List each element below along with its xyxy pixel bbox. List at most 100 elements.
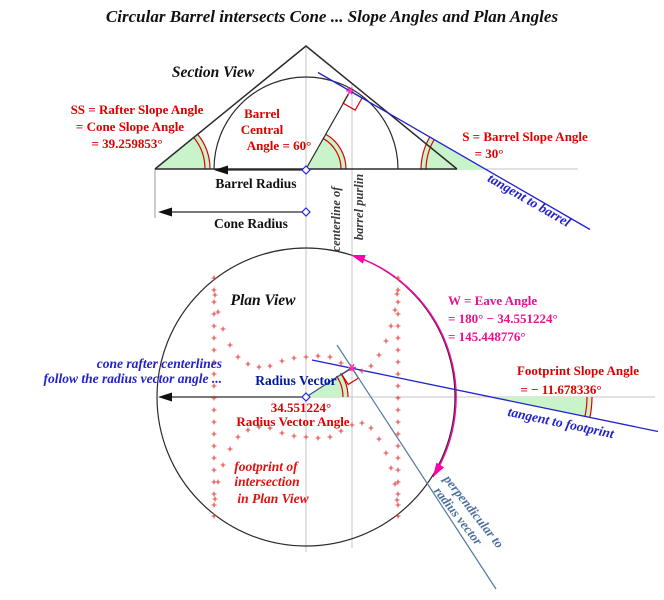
- eave-arc-arrowhead-bottom: [433, 462, 445, 477]
- cone-radius-arrowhead: [158, 207, 172, 217]
- footprint-marker: [211, 419, 217, 425]
- rafter-angle-arc: [193, 137, 206, 170]
- footprint-marker: [359, 420, 365, 426]
- footprint-marker: [211, 513, 217, 519]
- footprint-marker: [395, 383, 401, 389]
- tangent-to-barrel-line: [317, 71, 591, 231]
- footprint-slope-line1: Footprint Slope Angle: [517, 363, 639, 378]
- eave-angle-line1: W = Eave Angle: [448, 293, 537, 308]
- cone-rafter-arrowhead: [158, 392, 172, 402]
- footprint-marker: [395, 443, 401, 449]
- footprint-marker: [279, 358, 285, 364]
- rafter-slope-line1: SS = Rafter Slope Angle: [71, 102, 204, 117]
- cone-radius-diamond: [301, 207, 311, 217]
- footprint-marker: [359, 368, 365, 374]
- footprint-marker: [211, 395, 217, 401]
- footprint-marker: [211, 287, 217, 293]
- footprint-marker: [211, 299, 217, 305]
- section-view-label: Section View: [172, 64, 255, 81]
- footprint-marker: [395, 513, 401, 519]
- rafter-angle-arc: [197, 133, 211, 170]
- footprint-marker: [376, 436, 382, 442]
- footprint-marker: [212, 496, 218, 502]
- footprint-marker: [395, 431, 401, 437]
- barrel-central-line3: Angle = 60°: [247, 138, 312, 153]
- footprint-marker: [395, 287, 401, 293]
- footprint-marker: [383, 450, 389, 456]
- barrel-slope-line1: S = Barrel Slope Angle: [462, 129, 588, 144]
- footprint-marker: [368, 363, 374, 369]
- footprint-marker: [395, 419, 401, 425]
- footprint-note-line3: in Plan View: [237, 491, 309, 506]
- footprint-marker: [395, 502, 401, 508]
- footprint-marker: [395, 479, 401, 485]
- footprint-marker: [327, 434, 333, 440]
- barrel-radius-to-tangent-point: [305, 91, 351, 170]
- footprint-marker: [395, 311, 401, 317]
- footprint-marker: [211, 359, 217, 365]
- central-angle-arc: [323, 138, 342, 170]
- barrel-semicircle: [213, 76, 399, 170]
- barrel-slope-angle-fill: [420, 137, 487, 170]
- footprint-marker: [235, 354, 241, 360]
- footprint-marker: [220, 326, 226, 332]
- rafter-note-line1: cone rafter centerlines: [97, 356, 222, 371]
- footprint-marker: [395, 491, 401, 497]
- radius-vector-line: [305, 366, 353, 398]
- footprint-marker: [394, 291, 400, 297]
- footprint-marker: [392, 307, 398, 313]
- footprint-marker: [395, 467, 401, 473]
- perpendicular-to-radius-vector-line: [336, 344, 497, 590]
- footprint-marker: [211, 323, 217, 329]
- rafter-slope-line2: = Cone Slope Angle: [76, 119, 184, 134]
- footprint-marker: [383, 338, 389, 344]
- cone-radius-label: Cone Radius: [214, 216, 288, 231]
- footprint-marker: [227, 342, 233, 348]
- footprint-marker: [211, 371, 217, 377]
- footprint-marker: [395, 455, 401, 461]
- footprint-marker: [395, 395, 401, 401]
- barrel-slope-angle-arc: [420, 136, 431, 171]
- footprint-marker: [394, 497, 400, 503]
- footprint-marker: [256, 364, 262, 370]
- cone-outline: [154, 45, 458, 170]
- footprint-marker: [245, 427, 251, 433]
- barrel-center-diamond: [301, 165, 311, 175]
- footprint-marker: [395, 347, 401, 353]
- plan-view-label: Plan View: [230, 292, 296, 309]
- footprint-marker: [388, 465, 394, 471]
- footprint-marker: [215, 309, 221, 315]
- footprint-marker: [211, 311, 217, 317]
- plan-cone-base-circle: [156, 247, 456, 547]
- eave-arc-arrowhead-top: [351, 255, 366, 264]
- footprint-marker: [211, 407, 217, 413]
- barrel-slope-line2: = 30°: [475, 146, 504, 161]
- footprint-marker: [395, 299, 401, 305]
- radius-vector-angle-fill: [306, 373, 348, 397]
- centerline-label-line2: barrel purlin: [352, 174, 366, 240]
- diagram-title: Circular Barrel intersects Cone ... Slop…: [106, 7, 559, 26]
- radius-vector-label: Radius Vector: [255, 373, 336, 388]
- footprint-marker: [227, 446, 233, 452]
- tangent-point-star-section: [346, 87, 354, 95]
- footprint-marker: [256, 424, 262, 430]
- radius-vector-angle-value: 34.551224°: [271, 400, 331, 415]
- rafter-note-line2: follow the radius vector angle ...: [44, 371, 223, 386]
- footprint-marker: [211, 479, 217, 485]
- plan-center-diamond: [301, 392, 311, 402]
- barrel-central-line1: Barrel: [244, 106, 280, 121]
- footprint-marker: [303, 354, 309, 360]
- rafter-slope-line3: = 39.259853°: [91, 136, 162, 151]
- footprint-marker: [211, 347, 217, 353]
- footprint-marker: [235, 434, 241, 440]
- tangent-to-footprint-line: [311, 359, 659, 433]
- tangent-to-barrel-label: tangent to barrel: [485, 170, 573, 230]
- footprint-marker: [279, 430, 285, 436]
- footprint-marker: [395, 275, 401, 281]
- footprint-marker: [220, 462, 226, 468]
- barrel-radius-label: Barrel Radius: [215, 176, 296, 191]
- footprint-markers: [211, 275, 401, 519]
- footprint-marker: [212, 292, 218, 298]
- eave-angle-line2: = 180° − 34.551224°: [448, 311, 558, 326]
